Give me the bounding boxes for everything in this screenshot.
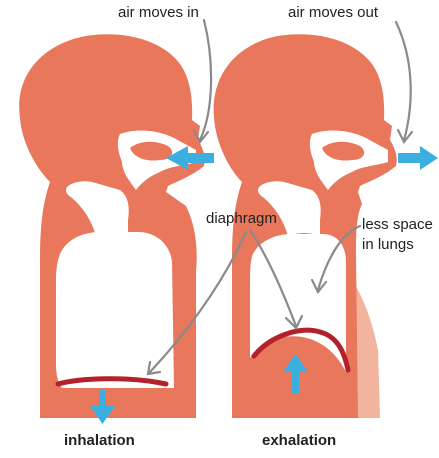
- less-space-label-line1: less space: [362, 216, 433, 234]
- exhalation-caption: exhalation: [262, 432, 336, 450]
- pointer-air-in: [200, 20, 211, 140]
- diaphragm-label: diaphragm: [206, 210, 277, 228]
- pointer-air-out: [396, 22, 411, 140]
- inhalation-caption: inhalation: [64, 432, 135, 450]
- less-space-label-line2: in lungs: [362, 236, 414, 254]
- air-moves-in-label: air moves in: [118, 4, 199, 22]
- inhalation-figure: [19, 34, 214, 424]
- air-moves-out-label: air moves out: [288, 4, 378, 22]
- arrow-right-icon: [398, 146, 438, 170]
